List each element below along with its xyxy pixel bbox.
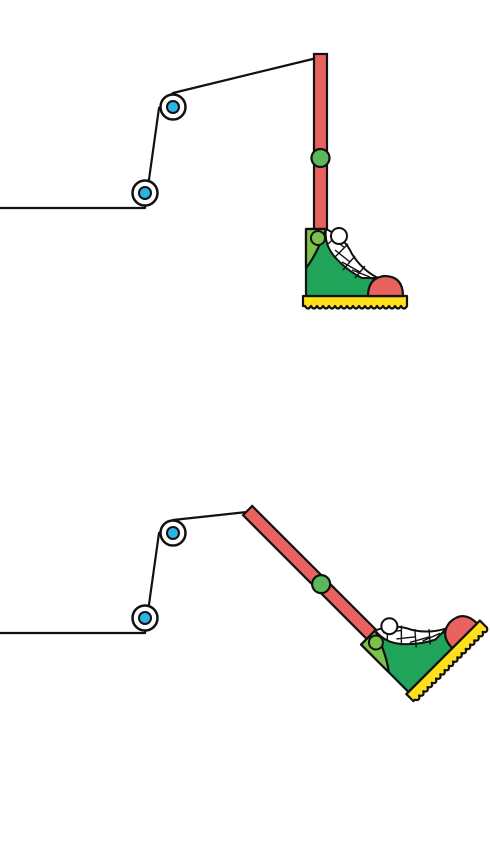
panel-standing — [0, 52, 409, 310]
panel-kicking — [0, 504, 489, 703]
pulley-icon — [131, 604, 159, 632]
boot-icon — [359, 615, 489, 703]
boot-icon — [301, 227, 409, 310]
leg-bar — [312, 52, 329, 238]
knee-joint-icon — [310, 147, 331, 169]
pulley-icon — [159, 519, 187, 547]
pulley-icon — [159, 93, 187, 121]
leg-bar — [241, 504, 383, 646]
rope — [0, 510, 248, 635]
pulley-icon — [131, 179, 159, 207]
rope — [0, 55, 322, 210]
knee-joint-icon — [311, 574, 332, 595]
